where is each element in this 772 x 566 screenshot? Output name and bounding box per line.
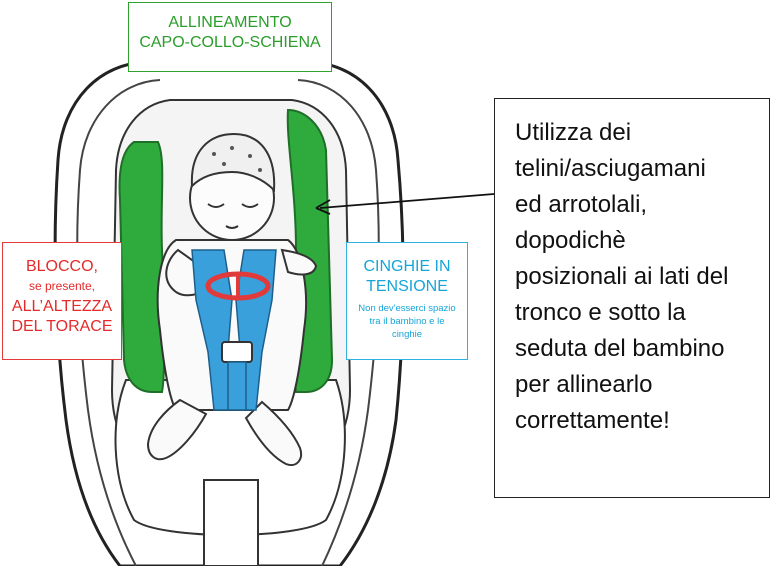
crotch-strap [204,480,258,566]
instruction-line: tronco e sotto la [515,295,761,331]
alignment-label-line1: ALLINEAMENTO [129,13,331,33]
instruction-line: posizionali ai lati del [515,259,761,295]
chest-lock-line1: BLOCCO, [3,257,121,277]
instruction-line: correttamente! [515,403,761,439]
instruction-line: dopodichè [515,223,761,259]
harness-buckle [222,342,252,362]
instruction-line: telini/asciugamani [515,151,761,187]
straps-note-line1: Non dev'esserci spazio [351,303,463,316]
instruction-line: ed arrotolali, [515,187,761,223]
instructions-box: Utilizza dei telini/asciugamani ed arrot… [494,98,770,498]
hat-dot [248,154,252,158]
straps-tension-label: CINGHIE IN TENSIONE Non dev'esserci spaz… [346,242,468,360]
straps-note: Non dev'esserci spazio tra il bambino e … [347,303,467,341]
chest-lock-line4: DEL TORACE [3,317,121,337]
chest-lock-label: BLOCCO, se presente, ALL’ALTEZZA DEL TOR… [2,242,122,360]
instruction-line: seduta del bambino [515,331,761,367]
instruction-line: per allinearlo [515,367,761,403]
alignment-label-line2: CAPO-COLLO-SCHIENA [129,33,331,53]
hat-dot [230,146,234,150]
chest-lock-line2: se presente, [3,279,121,294]
straps-line1: CINGHIE IN [347,257,467,277]
harness-crotch-strap [228,362,246,410]
towel-roll-left [120,142,165,392]
instruction-line: Utilizza dei [515,115,761,151]
straps-note-line3: cinghie [351,329,463,342]
hat-dot [222,162,226,166]
hat-dot [258,168,262,172]
hat-dot [212,152,216,156]
chest-lock-line3: ALL’ALTEZZA [3,297,121,317]
alignment-label: ALLINEAMENTO CAPO-COLLO-SCHIENA [128,2,332,72]
straps-note-line2: tra il bambino e le [351,316,463,329]
straps-line2: TENSIONE [347,277,467,297]
